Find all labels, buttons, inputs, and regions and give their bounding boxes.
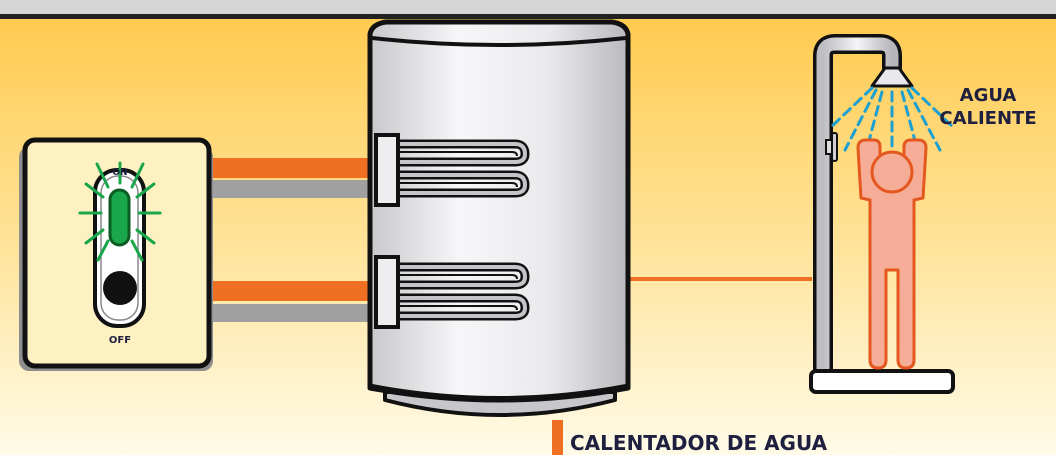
shower-head xyxy=(870,66,914,88)
switch-to-heater-wires xyxy=(208,158,378,322)
shower-tray xyxy=(809,369,955,394)
person-body xyxy=(856,138,928,370)
shower-pipe-fill xyxy=(816,37,899,372)
light-switch[interactable]: ON OFF xyxy=(19,137,213,371)
switch-knob xyxy=(103,271,137,305)
switch-off-label: OFF xyxy=(109,335,131,346)
switch-glow-indicator xyxy=(108,188,131,247)
water-heater-label: CALENTADOR DE AGUA xyxy=(570,431,828,455)
top-band xyxy=(0,0,1056,14)
shower-valve-knob xyxy=(831,132,838,162)
person-showering xyxy=(856,138,928,370)
hot-water-label-line2: CALIENTE xyxy=(939,108,1036,129)
water-spray xyxy=(828,86,956,154)
hot-water-label-line1: AGUA xyxy=(960,85,1017,106)
shower xyxy=(809,34,955,394)
person-head xyxy=(870,150,914,194)
drain-pipe xyxy=(552,420,563,455)
lower-element-flange xyxy=(374,255,400,329)
lower-heating-element xyxy=(374,255,530,329)
upper-element-flange xyxy=(374,133,400,207)
top-band-border xyxy=(0,14,1056,19)
tank-body xyxy=(367,19,631,403)
upper-heating-element xyxy=(374,133,530,207)
water-heater-tank xyxy=(367,19,631,417)
tank-bottom-seam xyxy=(371,384,627,400)
hot-water-pipe xyxy=(626,277,812,281)
switch-on-label: ON xyxy=(112,168,127,178)
switch-glow-rays xyxy=(78,161,162,262)
tank-top-seam xyxy=(371,36,627,47)
